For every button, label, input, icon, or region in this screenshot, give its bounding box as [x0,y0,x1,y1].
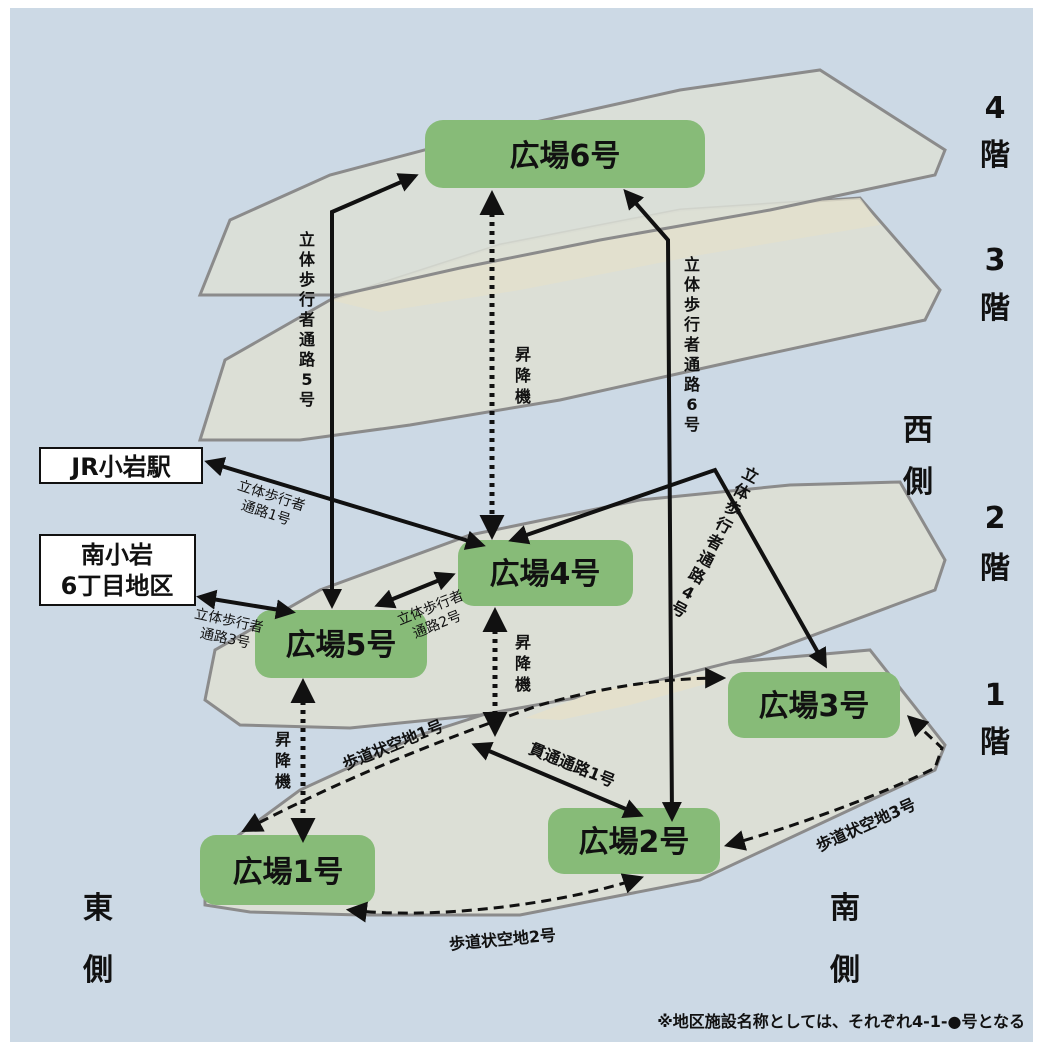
svg-text:立: 立 [684,255,700,274]
svg-text:歩: 歩 [721,497,744,521]
sidewalk-3 [723,715,944,851]
plaza-4: 広場4号 [458,540,633,606]
east-side-label: 東 側 [82,891,113,988]
svg-text:通: 通 [684,355,700,374]
plaza-5: 広場5号 [255,610,427,678]
svg-text:路: 路 [299,350,316,369]
svg-text:通: 通 [299,330,315,349]
svg-text:JR小岩駅: JR小岩駅 [69,453,170,481]
svg-text:東: 東 [83,891,113,926]
svg-text:西: 西 [903,413,933,448]
west-side-label: 西 側 [902,413,933,500]
svg-text:行: 行 [683,315,700,334]
svg-text:広場1号: 広場1号 [233,855,344,890]
plaza-6: 広場6号 [425,120,705,188]
svg-text:広場4号: 広場4号 [490,557,601,592]
svg-text:昇: 昇 [275,730,291,749]
passage-5-label: 立 体 歩 行 者 通 路 5 号 [298,230,316,409]
svg-text:6: 6 [686,395,697,414]
svg-text:階: 階 [980,551,1010,586]
svg-text:号: 号 [684,415,700,434]
south-side-label: 南 側 [829,891,860,988]
svg-text:階: 階 [980,725,1010,760]
sidewalk-2-label: 歩道状空地2号 [448,925,556,953]
svg-text:階: 階 [980,291,1010,326]
svg-text:昇: 昇 [515,633,531,652]
svg-text:行: 行 [298,290,315,309]
plaza-2: 広場2号 [548,808,720,874]
svg-text:者: 者 [298,310,315,329]
arrow-passage-1 [204,457,486,550]
svg-text:5: 5 [301,370,312,389]
arrow-passage-4 [508,467,827,669]
svg-text:体: 体 [299,250,316,269]
svg-text:歩道状空地2号: 歩道状空地2号 [448,925,556,953]
svg-text:降: 降 [275,751,292,770]
svg-text:立: 立 [739,463,762,487]
plaza-3: 広場3号 [728,672,900,738]
svg-text:3: 3 [985,243,1006,278]
svg-text:広場5号: 広場5号 [286,628,397,663]
floor-overlap-area [330,198,880,312]
svg-text:通: 通 [694,547,717,571]
floor-label-1: 1 階 [980,678,1010,760]
svg-text:4: 4 [985,91,1006,126]
svg-text:機: 機 [515,675,531,694]
svg-text:側: 側 [82,953,113,988]
svg-text:2: 2 [985,501,1006,536]
plaza-1: 広場1号 [200,835,375,905]
sidewalk-connections [241,667,944,923]
elevator-label-left: 昇 降 機 [275,730,292,791]
svg-text:歩: 歩 [684,295,700,314]
svg-text:昇: 昇 [515,345,531,364]
svg-text:者: 者 [702,530,726,555]
svg-text:側: 側 [902,465,933,500]
svg-text:降: 降 [515,654,532,673]
elevator-label-upper: 昇 降 機 [515,345,532,406]
svg-text:機: 機 [275,772,291,791]
passage-1-label: 立体歩行者 通路1号 [235,478,307,529]
svg-text:行: 行 [711,513,735,538]
passage-6-label: 立 体 歩 行 者 通 路 6 号 [683,255,701,434]
svg-text:号: 号 [299,390,315,409]
jr-koiwa-station-box: JR小岩駅 [39,447,203,484]
svg-text:6丁目地区: 6丁目地区 [61,572,174,600]
minami-koiwa-box: 南小岩 6丁目地区 [39,534,196,606]
svg-text:体: 体 [684,275,701,294]
svg-text:立: 立 [299,230,315,249]
svg-text:路: 路 [684,375,701,394]
svg-text:1: 1 [985,678,1006,713]
svg-text:南小岩: 南小岩 [81,541,153,569]
svg-text:広場6号: 広場6号 [510,139,621,174]
footnote: ※地区施設名称としては、それぞれ4-1-●号となる [657,1012,1025,1031]
floor-label-2: 2 階 [980,501,1010,586]
arrow-passage-2 [374,571,456,609]
arrow-passage-3 [196,589,296,620]
svg-text:降: 降 [515,366,532,385]
floor-label-3: 3 階 [980,243,1010,326]
svg-text:歩: 歩 [299,270,315,289]
svg-text:機: 機 [515,387,531,406]
svg-text:側: 側 [829,953,860,988]
svg-text:南: 南 [830,891,860,926]
svg-text:号: 号 [668,597,691,621]
svg-text:者: 者 [683,335,700,354]
svg-text:広場3号: 広場3号 [759,689,870,724]
svg-text:広場2号: 広場2号 [579,825,690,860]
elevator-label-right: 昇 降 機 [515,633,532,694]
floor-label-4: 4 階 [980,91,1010,173]
sidewalk-1 [241,667,727,832]
svg-text:階: 階 [980,138,1010,173]
sidewalk-2 [345,873,644,923]
